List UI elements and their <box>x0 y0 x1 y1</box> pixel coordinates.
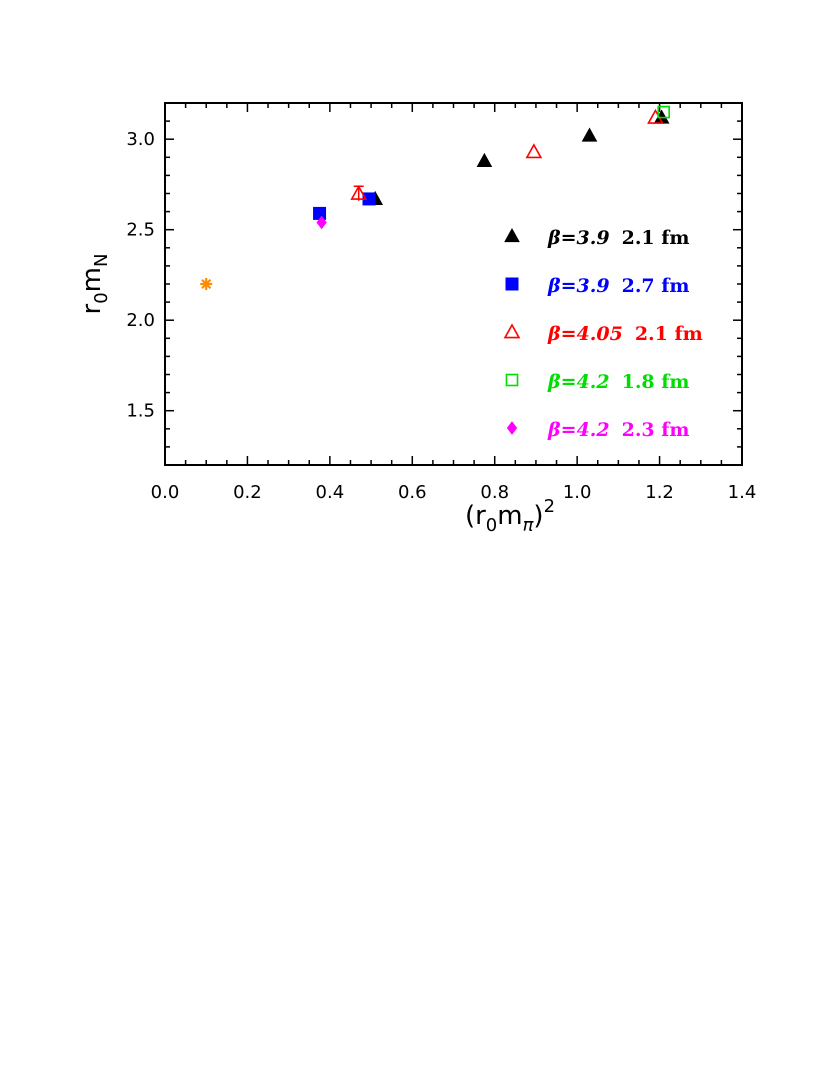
y-tick-label: 1.5 <box>126 401 155 422</box>
data-point <box>657 105 670 119</box>
asterisk-stroke <box>201 278 212 290</box>
x-tick-label: 1.2 <box>645 482 674 503</box>
x-tick-label: 1.0 <box>563 482 592 503</box>
y-tick-label: 2.0 <box>126 310 155 331</box>
x-tick-label: 0.2 <box>233 482 262 503</box>
x-tick-label: 0.6 <box>398 482 427 503</box>
y-tick-label: 2.5 <box>126 220 155 241</box>
x-tick-label: 0.0 <box>151 482 180 503</box>
x-tick-label: 1.4 <box>728 482 757 503</box>
legend-marker <box>505 277 519 291</box>
x-axis-label: (r0mπ)2 <box>465 496 555 536</box>
data-point <box>581 127 598 142</box>
data-points <box>200 105 670 290</box>
legend-marker <box>503 323 521 339</box>
x-tick-label: 0.8 <box>480 482 509 503</box>
x-axis: 0.0 0.2 0.4 0.6 0.8 1.0 1.2 1.4 <box>151 103 757 503</box>
y-tick-label: 3.0 <box>126 129 155 150</box>
legend-marker <box>506 421 518 435</box>
data-point <box>200 278 213 290</box>
data-point <box>476 152 493 168</box>
legend-marker <box>504 227 520 243</box>
x-tick-label: 0.4 <box>316 482 345 503</box>
y-axis-label: r0mN <box>77 254 112 315</box>
data-point <box>313 206 327 220</box>
data-point <box>316 215 327 230</box>
data-point <box>350 184 368 200</box>
legend-marker <box>505 373 519 387</box>
data-point <box>525 143 543 159</box>
y-axis: 1.5 2.0 2.5 3.0 <box>126 102 742 466</box>
